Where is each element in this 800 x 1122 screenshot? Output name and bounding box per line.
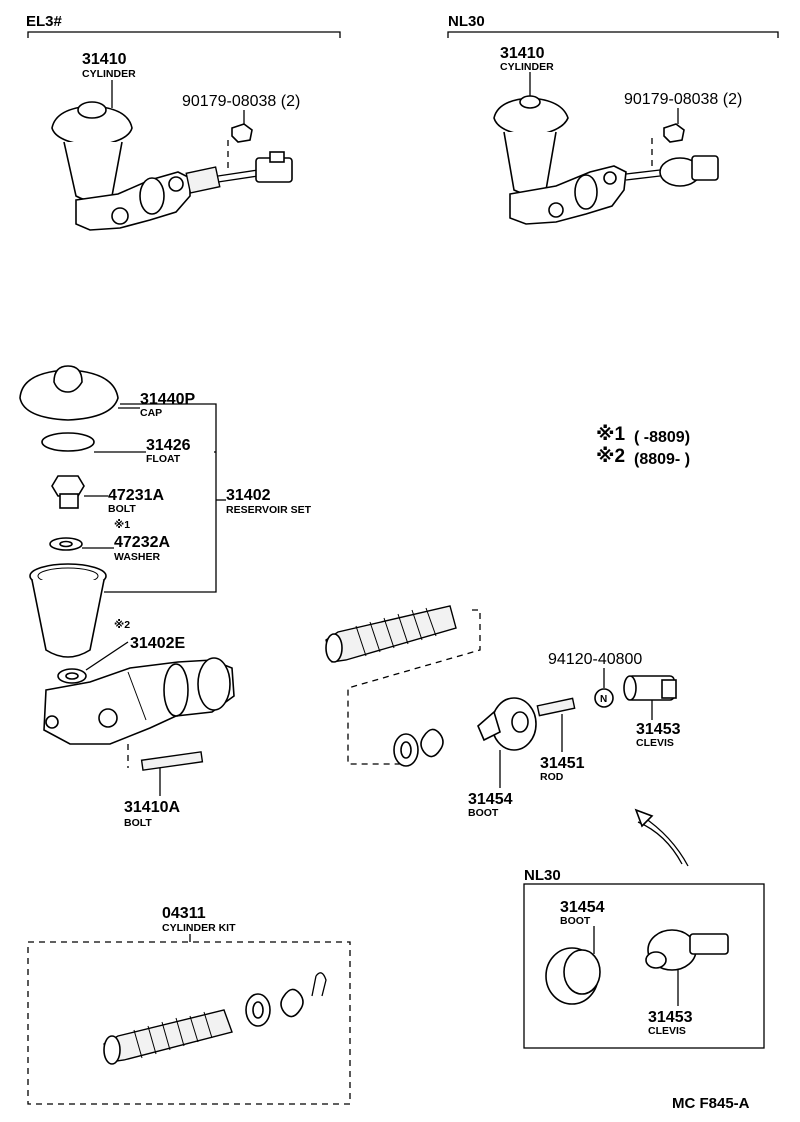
nl30-section-label: NL30	[448, 13, 485, 30]
float-part-number: 31426	[146, 437, 191, 454]
boot-part-number: 31454	[468, 791, 513, 808]
el3-cylinder-part-number: 31410	[82, 51, 127, 68]
inset-clevis-part-name: CLEVIS	[648, 1025, 686, 1037]
exploded-reservoir-group: 31440P CAP 31426 FLOAT 47231A BOLT ※1 47…	[19, 365, 312, 829]
diagram-code: MC F845-A	[672, 1095, 750, 1112]
center-piston-rod-group: 31454 BOOT 31451 ROD N 94120-40800 31453…	[325, 605, 681, 819]
notes-legend: ※1 ( -8809) ※2 (8809- )	[596, 424, 690, 468]
washer-part-name: WASHER	[114, 551, 161, 563]
rod-part-name: ROD	[540, 771, 564, 783]
note1-range: ( -8809)	[634, 429, 690, 446]
washer-part-number: 47232A	[114, 534, 170, 551]
washer-note-mark: ※1	[114, 519, 130, 531]
nl30-inset-group: NL30 31454 BOOT 31453 CLEVIS	[523, 867, 765, 1049]
note2-mark: ※2	[596, 446, 625, 467]
el3-section-label: EL3#	[26, 13, 63, 30]
cap-part-name: CAP	[140, 407, 162, 419]
clevis-part-name: CLEVIS	[636, 737, 674, 749]
nl30-inset-label: NL30	[524, 867, 561, 884]
nl30-nut-part-number: 90179-08038 (2)	[624, 91, 742, 108]
kit-part-name: CYLINDER KIT	[162, 922, 236, 934]
el3-cylinder-assembly: 31410 CYLINDER 90179-08038 (2)	[51, 51, 300, 231]
note2-range: (8809- )	[634, 451, 690, 468]
clevis-part-number: 31453	[636, 721, 681, 738]
stud-bolt-part-number: 31410A	[124, 799, 180, 816]
nl30-section-header: NL30	[447, 13, 779, 38]
nl30-cylinder-part-name: CYLINDER	[500, 61, 554, 73]
rod-part-number: 31451	[540, 755, 585, 772]
reservoir-set-part-name: RESERVOIR SET	[226, 504, 312, 516]
inset-pointer-arrow	[634, 808, 689, 867]
reservoir-set-part-number: 31402	[226, 487, 271, 504]
el3-nut-part-number: 90179-08038 (2)	[182, 93, 300, 110]
grommet-note-mark: ※2	[114, 619, 130, 631]
float-part-name: FLOAT	[146, 453, 181, 465]
cylinder-kit-group: 04311 CYLINDER KIT	[27, 905, 351, 1105]
inset-clevis-part-number: 31453	[648, 1009, 693, 1026]
note1-mark: ※1	[596, 424, 625, 445]
bolt-part-name: BOLT	[108, 503, 136, 515]
grommet-part-number: 31402E	[130, 635, 185, 652]
nut-part-number: 94120-40800	[548, 651, 642, 668]
nut-symbol: N	[600, 694, 607, 705]
cap-part-number: 31440P	[140, 391, 195, 408]
kit-part-number: 04311	[162, 905, 206, 922]
inset-boot-part-name: BOOT	[560, 915, 591, 927]
boot-part-name: BOOT	[468, 807, 499, 819]
nl30-cylinder-assembly: 31410 CYLINDER 90179-08038 (2)	[493, 45, 742, 225]
nl30-cylinder-part-number: 31410	[500, 45, 545, 62]
bolt-part-number: 47231A	[108, 487, 164, 504]
el3-section-header: EL3#	[26, 13, 341, 38]
stud-bolt-part-name: BOLT	[124, 817, 152, 829]
el3-cylinder-part-name: CYLINDER	[82, 68, 136, 80]
inset-boot-part-number: 31454	[560, 899, 605, 916]
